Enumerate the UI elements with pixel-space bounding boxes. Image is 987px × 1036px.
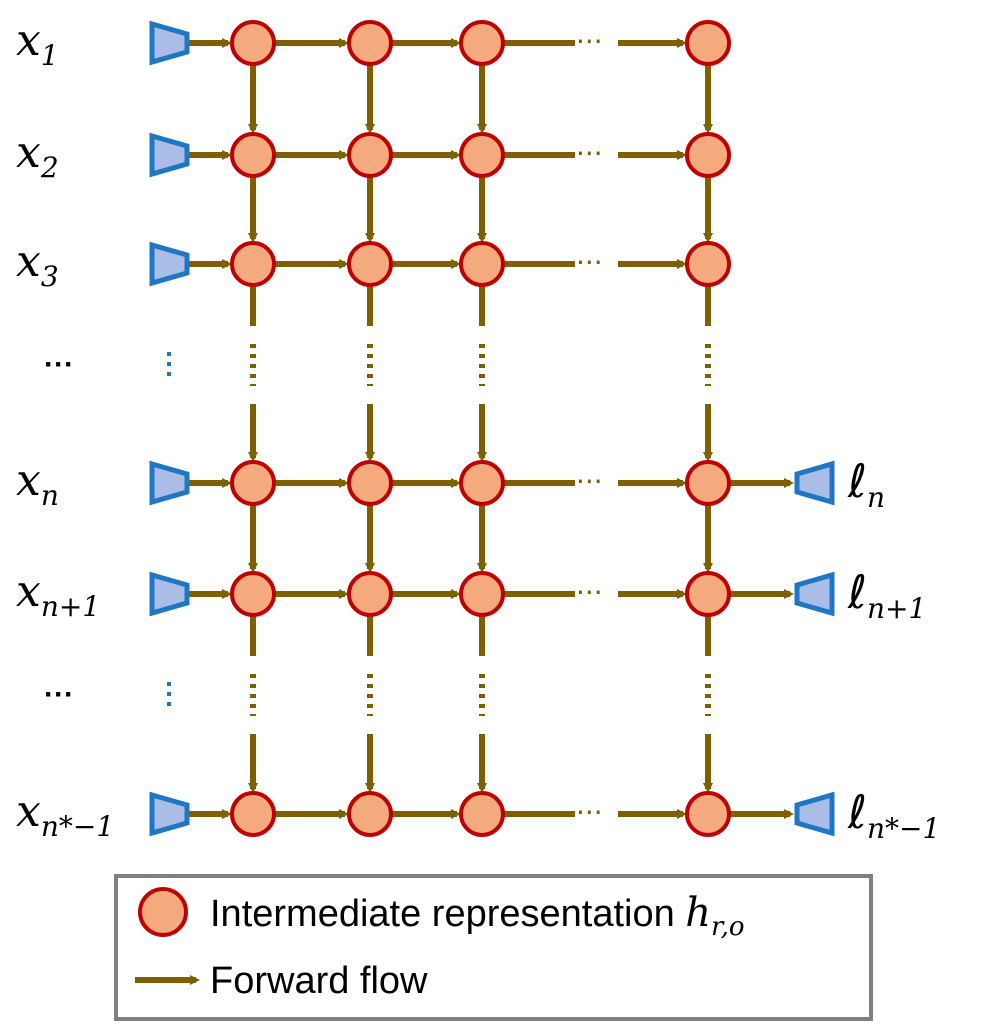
horizontal-arrows: ··· ··· ··· ··· ··· ··· [189,25,794,829]
output-head-trapezoid [794,791,835,837]
representation-node [685,241,731,287]
legend-node-symbol-sub: r,o [711,912,745,942]
legend-node-symbol: h [685,890,711,936]
input-encoder-trapezoid [149,460,190,506]
input-label: x3 [16,236,59,293]
input-encoder-trapezoid [149,571,190,617]
representation-node [347,791,393,837]
output-label: ℓn*−1 [847,785,940,845]
representation-node [685,460,731,506]
legend-node-icon [138,887,188,937]
input-encoder-trapezoid [149,791,190,837]
horizontal-ellipsis: ··· [576,25,603,58]
output-label: ℓn [847,454,885,514]
trapezoids [149,20,835,837]
legend-box [114,874,873,1021]
representation-node [230,791,276,837]
horizontal-ellipsis: ··· [576,137,603,170]
row-ellipsis: ··· [44,678,74,711]
input-label: xn [16,455,59,512]
representation-node [347,20,393,66]
legend-arrow-label: Forward flow [210,960,428,1002]
input-label: xn*−1 [16,786,114,843]
output-head-trapezoid [794,460,835,506]
input-label: x2 [16,127,59,184]
representation-node [347,241,393,287]
representation-node [230,571,276,617]
legend-node-label: Intermediate representation hr,o [210,890,745,942]
representation-node [459,20,505,66]
representation-node [230,241,276,287]
input-encoder-trapezoid [149,20,190,66]
output-label: ℓn+1 [847,565,926,625]
representation-node [347,132,393,178]
representation-node [230,20,276,66]
representation-node [459,132,505,178]
representation-node [459,791,505,837]
gap-markers: ··· ··· [44,348,171,712]
horizontal-ellipsis: ··· [576,796,603,829]
representation-node [685,20,731,66]
representation-node [347,460,393,506]
input-label: x1 [16,15,59,72]
representation-node [230,460,276,506]
horizontal-ellipsis: ··· [576,465,603,498]
input-encoder-trapezoid [149,241,190,287]
representation-node [685,132,731,178]
representation-node [685,571,731,617]
representation-node [685,791,731,837]
representation-node [347,571,393,617]
input-encoder-trapezoid [149,132,190,178]
horizontal-ellipsis: ··· [576,576,603,609]
representation-node [230,132,276,178]
row-labels: x1 x2 x3 xn ℓn xn+1 ℓn+1 xn*−1 ℓn*−1 [16,15,940,845]
representation-node [459,571,505,617]
horizontal-ellipsis: ··· [576,246,603,279]
representation-node [459,460,505,506]
vertical-arrows [248,64,713,793]
representation-nodes [230,20,731,837]
representation-node [459,241,505,287]
output-head-trapezoid [794,571,835,617]
input-label: xn+1 [16,566,100,623]
legend: Intermediate representation hr,o Forward… [114,874,873,1021]
row-ellipsis: ··· [44,348,74,381]
